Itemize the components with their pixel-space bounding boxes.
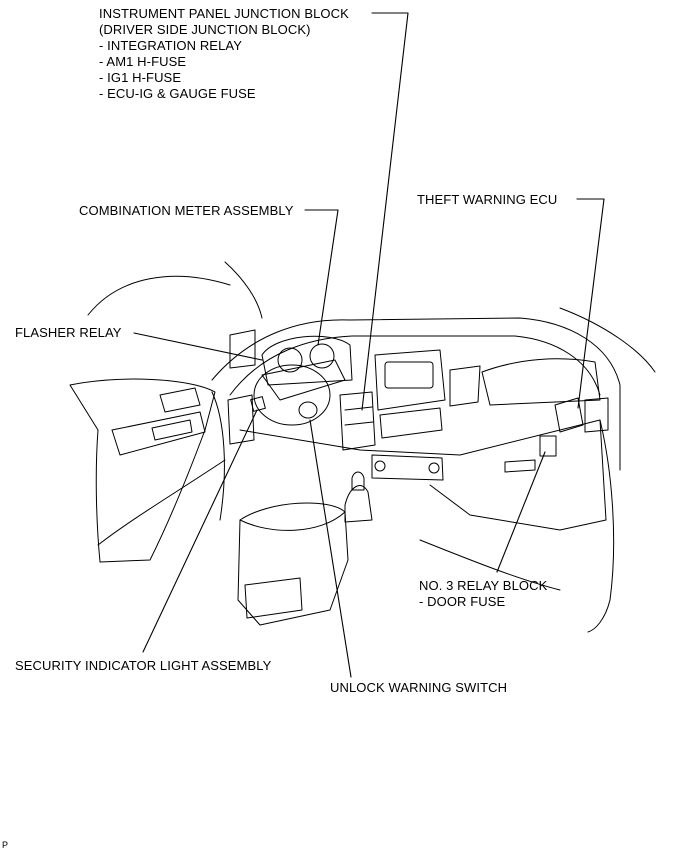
steering-column [298,401,318,419]
instrument-panel-junction-block-label: INSTRUMENT PANEL JUNCTION BLOCK (DRIVER … [99,6,349,102]
center-stack [374,349,446,411]
theft-warning-ecu-part [554,397,584,433]
leader-security-indicator [142,409,258,653]
ipjb-line-6: - ECU-IG & GAUGE FUSE [99,86,256,101]
door-panel [69,378,216,563]
ipjb-line-1: INSTRUMENT PANEL JUNCTION BLOCK [99,6,349,21]
console-storage [244,577,303,619]
leader-flasher-relay [133,332,263,361]
door-lower [211,391,225,521]
left-vent [229,329,256,369]
ipjb-line-4: - AM1 H-FUSE [99,54,187,69]
door-handle-area [159,387,201,413]
combination-meter-housing [261,335,353,386]
leader-instrument-panel-jb [361,12,409,411]
junction-block-detail [344,406,374,426]
ipjb-line-3: - INTEGRATION RELAY [99,38,242,53]
car-interior [69,261,656,633]
floor-right [419,539,561,591]
ipjb-line-5: - IG1 H-FUSE [99,70,182,85]
shifter-knob [351,471,365,491]
junction-block [339,391,376,451]
security-indicator-label: SECURITY INDICATOR LIGHT ASSEMBLY [15,658,272,673]
shifter-boot [344,485,373,523]
leader-unlock-warning-switch [309,419,352,678]
corner-mark: P [2,840,9,850]
leader-no3-relay-block [496,451,546,573]
no3-line-1: NO. 3 RELAY BLOCK [419,578,548,593]
ipjb-line-2: (DRIVER SIDE JUNCTION BLOCK) [99,22,311,37]
right-vent-center [449,365,481,407]
passenger-dash-panel [481,358,601,406]
door-armrest [111,411,206,456]
console-top [239,511,346,531]
windshield-right [559,307,656,373]
window-switches [151,419,193,441]
door-pocket [97,459,226,546]
dashboard-top [211,317,621,471]
flasher-relay-label: FLASHER RELAY [15,325,122,340]
roof-arc [224,261,263,319]
meter-gauge-left [277,347,303,373]
door-right-lower [587,419,615,633]
left-switch-panel [227,394,255,445]
combination-meter-label: COMBINATION METER ASSEMBLY [79,203,294,218]
right-vent [584,397,609,433]
leader-theft-warning-ecu [576,198,605,409]
no3-relay-block-label: NO. 3 RELAY BLOCK - DOOR FUSE [419,578,547,610]
hvac-knob-right [428,462,440,474]
steering-column-cover [261,359,346,401]
hvac-controls [371,454,444,481]
steering-wheel-hub [253,364,331,426]
dashboard-top-inner [229,335,601,396]
relay-block-part [539,435,557,457]
center-vent [379,407,443,439]
unlock-warning-switch-label: UNLOCK WARNING SWITCH [330,680,508,695]
leader-lines [133,12,605,678]
hvac-knob-left [374,460,386,472]
no3-line-2: - DOOR FUSE [419,594,506,609]
center-console [237,502,349,626]
glovebox-handle [504,459,536,473]
leader-combination-meter [304,209,339,346]
dashboard-lower [239,419,601,456]
theft-warning-ecu-label: THEFT WARNING ECU [417,192,558,207]
dashboard-right-edge [429,419,607,531]
meter-gauge-right [309,343,335,369]
audio-unit [384,361,434,389]
a-pillar-left [87,275,231,316]
